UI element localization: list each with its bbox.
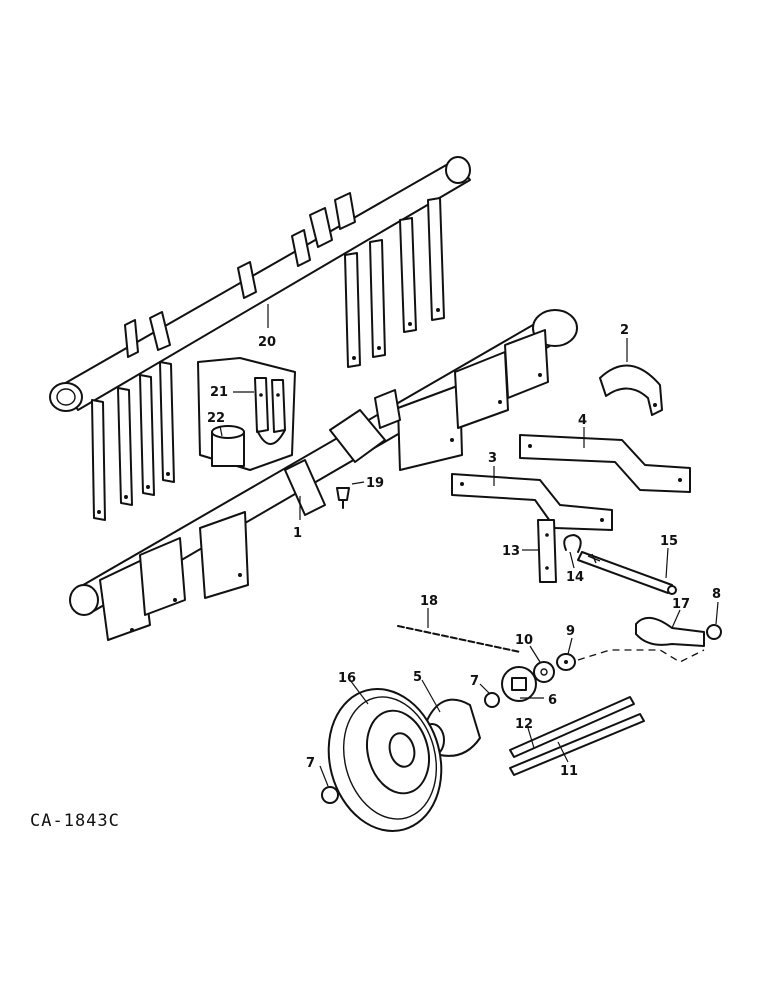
svg-text:3: 3 — [488, 451, 497, 466]
strap-4 — [519, 434, 691, 493]
svg-text:19: 19 — [366, 476, 384, 491]
callout-12: 12 — [515, 717, 535, 749]
callout-8: 8 — [712, 587, 721, 625]
svg-text:4: 4 — [578, 413, 587, 428]
svg-text:18: 18 — [420, 594, 438, 609]
rod-11 — [509, 713, 645, 776]
svg-text:20: 20 — [258, 335, 276, 350]
callout-13: 13 — [502, 544, 538, 559]
callout-9: 9 — [566, 624, 575, 655]
svg-text:6: 6 — [548, 693, 557, 708]
chain-18 — [397, 625, 521, 653]
detail-box-21-22 — [197, 357, 296, 471]
svg-text:11: 11 — [560, 764, 578, 779]
callout-18: 18 — [420, 594, 438, 628]
svg-text:2: 2 — [620, 323, 629, 338]
drawing-code: CA-1843C — [30, 811, 120, 831]
nut-7-upper — [484, 692, 500, 708]
bracket-2 — [599, 364, 663, 416]
svg-text:22: 22 — [207, 411, 225, 426]
callout-7a: 7 — [470, 674, 491, 695]
callout-10: 10 — [515, 633, 541, 663]
callout-2: 2 — [620, 323, 629, 362]
callout-1: 1 — [293, 496, 302, 541]
washer-10 — [533, 661, 555, 683]
plate-13 — [537, 519, 557, 583]
callout-3: 3 — [488, 451, 497, 486]
sprocket-6 — [501, 666, 537, 702]
callout-5: 5 — [413, 670, 441, 713]
lever-17 — [635, 617, 705, 647]
nut-8 — [706, 624, 722, 640]
lower-hitch-bar — [69, 309, 578, 641]
svg-text:16: 16 — [338, 671, 356, 686]
upper-hitch-bar — [49, 156, 471, 521]
callout-4: 4 — [578, 413, 587, 448]
svg-text:10: 10 — [515, 633, 533, 648]
wheel-16 — [327, 688, 443, 832]
grease-fitting — [336, 487, 350, 509]
rod-15 — [577, 551, 677, 595]
svg-text:13: 13 — [502, 544, 520, 559]
svg-text:14: 14 — [566, 570, 584, 585]
svg-text:7: 7 — [470, 674, 479, 689]
strap-3 — [451, 473, 613, 531]
svg-text:12: 12 — [515, 717, 533, 732]
svg-text:1: 1 — [293, 526, 302, 541]
callout-22: 22 — [207, 411, 225, 437]
callout-15: 15 — [660, 534, 678, 579]
svg-text:5: 5 — [413, 670, 422, 685]
nut-7-lower — [321, 786, 339, 804]
callout-17: 17 — [671, 597, 690, 629]
callout-20: 20 — [258, 304, 276, 350]
svg-text:17: 17 — [672, 597, 690, 612]
svg-text:15: 15 — [660, 534, 678, 549]
callout-21: 21 — [210, 385, 254, 400]
svg-text:9: 9 — [566, 624, 575, 639]
hook-14 — [563, 534, 582, 553]
callout-16: 16 — [338, 671, 369, 705]
svg-text:8: 8 — [712, 587, 721, 602]
callout-19: 19 — [351, 476, 384, 491]
callout-7b: 7 — [306, 756, 329, 787]
callout-11: 11 — [557, 741, 578, 779]
svg-text:7: 7 — [306, 756, 315, 771]
callout-14: 14 — [566, 551, 584, 585]
callout-6: 6 — [520, 693, 557, 708]
rod-12 — [509, 696, 635, 758]
svg-text:21: 21 — [210, 385, 228, 400]
